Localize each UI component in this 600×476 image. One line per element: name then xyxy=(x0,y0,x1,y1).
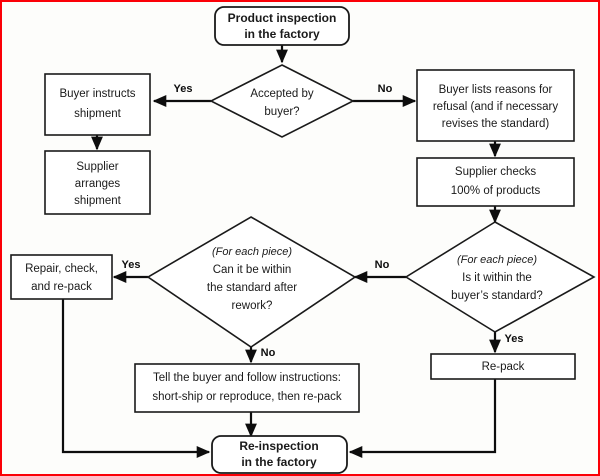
node-reinspection-in-factory-shape[interactable] xyxy=(211,435,348,474)
edge-label-rework-no: No xyxy=(261,347,276,359)
node-can-it-be-within-standard-after-rework[interactable]: (For each piece) Can it be within the st… xyxy=(146,216,357,348)
node-supplier-checks-products[interactable]: Supplier checks 100% of products xyxy=(416,157,575,207)
node-supplier-checks-products-line2: 100% of products xyxy=(451,185,541,197)
node-repair-check-repack[interactable]: Repair, check, and re-pack xyxy=(10,254,113,300)
node-can-it-be-within-standard-after-rework-shape[interactable] xyxy=(146,216,357,348)
node-supplier-checks-products-shape[interactable] xyxy=(416,157,575,207)
node-is-it-within-buyers-standard-line1: (For each piece) xyxy=(457,254,537,266)
node-buyer-lists-reasons-line1: Buyer lists reasons for xyxy=(439,84,553,96)
node-buyer-lists-reasons-shape[interactable] xyxy=(416,69,575,142)
node-product-inspection[interactable]: Product inspection in the factory xyxy=(214,6,350,46)
node-supplier-arranges-shipment[interactable]: Supplier arranges shipment xyxy=(44,150,151,215)
node-repair-check-repack-shape[interactable] xyxy=(10,254,113,300)
node-reinspection-line2: in the factory xyxy=(241,455,317,469)
node-supplier-arranges-shipment-line1: Supplier xyxy=(76,161,118,173)
node-rework-line3: the standard after xyxy=(207,282,297,294)
node-buyer-instructs-shipment[interactable]: Buyer instructs shipment xyxy=(44,73,151,136)
node-repair-check-repack-line2: and re-pack xyxy=(31,281,92,293)
node-supplier-arranges-shipment-line3: shipment xyxy=(74,195,121,207)
node-buyer-instructs-shipment-shape[interactable] xyxy=(44,73,151,136)
edge-label-accepted-no: No xyxy=(378,83,393,95)
node-buyer-lists-reasons-line2: refusal (and if necessary xyxy=(433,101,559,113)
node-buyer-instructs-shipment-line2: shipment xyxy=(74,108,121,120)
node-repair-check-repack-line1: Repair, check, xyxy=(25,263,98,275)
edge-label-within-standard-no: No xyxy=(375,259,390,271)
node-is-it-within-buyers-standard-shape[interactable] xyxy=(404,221,596,333)
node-product-inspection-line1: Product inspection xyxy=(228,11,337,25)
node-product-inspection-shape[interactable] xyxy=(214,6,350,46)
node-tell-buyer-follow-instructions[interactable]: Tell the buyer and follow instructions: … xyxy=(134,363,360,413)
node-buyer-lists-reasons[interactable]: Buyer lists reasons for refusal (and if … xyxy=(416,69,575,142)
node-tell-buyer-line1: Tell the buyer and follow instructions: xyxy=(153,372,341,384)
node-product-inspection-line2: in the factory xyxy=(244,27,320,41)
node-repack-shape[interactable] xyxy=(430,353,576,380)
node-rework-line1: (For each piece) xyxy=(212,246,292,258)
node-rework-line2: Can it be within xyxy=(213,264,292,276)
node-accepted-by-buyer[interactable]: Accepted by buyer? xyxy=(209,64,355,138)
node-supplier-arranges-shipment-shape[interactable] xyxy=(44,150,151,215)
node-tell-buyer-follow-instructions-shape[interactable] xyxy=(134,363,360,413)
edge-label-rework-yes: Yes xyxy=(122,259,141,271)
node-repack-label: Re-pack xyxy=(482,361,525,373)
node-accepted-by-buyer-shape[interactable] xyxy=(209,64,355,138)
node-is-it-within-buyers-standard[interactable]: (For each piece) Is it within the buyer’… xyxy=(404,221,596,333)
node-buyer-instructs-shipment-line1: Buyer instructs xyxy=(59,88,135,100)
node-repack[interactable]: Re-pack xyxy=(430,353,576,380)
node-accepted-by-buyer-line2: buyer? xyxy=(264,106,299,118)
node-is-it-within-buyers-standard-line3: buyer’s standard? xyxy=(451,290,543,302)
node-accepted-by-buyer-line1: Accepted by xyxy=(250,88,314,100)
node-is-it-within-buyers-standard-line2: Is it within the xyxy=(462,272,532,284)
node-supplier-checks-products-line1: Supplier checks xyxy=(455,166,536,178)
node-reinspection-in-factory[interactable]: Re-inspection in the factory xyxy=(211,435,348,474)
node-buyer-lists-reasons-line3: revises the standard) xyxy=(442,118,550,130)
node-rework-line4: rework? xyxy=(232,300,273,312)
node-reinspection-line1: Re-inspection xyxy=(239,439,318,453)
connector-repack-to-reinspection xyxy=(348,379,497,458)
edge-label-accepted-yes: Yes xyxy=(174,83,193,95)
node-tell-buyer-line2: short-ship or reproduce, then re-pack xyxy=(152,391,341,403)
edge-label-within-standard-yes: Yes xyxy=(505,333,524,345)
node-supplier-arranges-shipment-line2: arranges xyxy=(75,178,121,190)
connector-repair-to-reinspection xyxy=(61,299,211,458)
